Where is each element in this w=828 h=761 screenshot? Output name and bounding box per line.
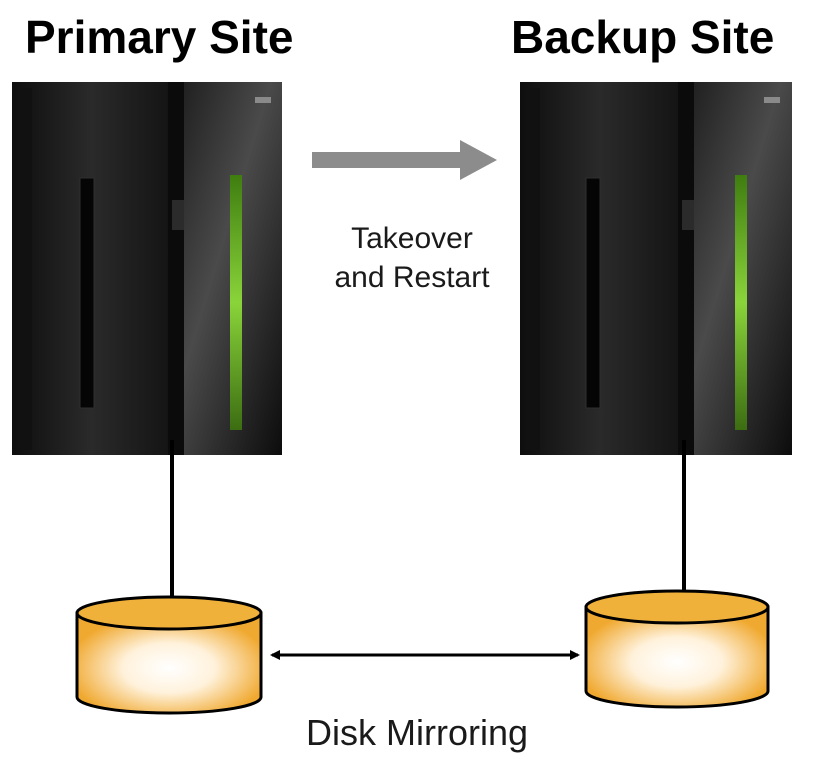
backup-disk — [584, 589, 770, 709]
primary-server-door-seam — [168, 82, 184, 455]
primary-server — [12, 82, 282, 455]
primary-server-handle — [172, 200, 184, 230]
backup-server-green-strip — [735, 175, 747, 430]
takeover-arrow-head — [460, 140, 497, 180]
backup-site-title: Backup Site — [511, 11, 774, 63]
primary-server-green-strip — [230, 175, 242, 430]
primary-server-side-panel — [18, 88, 32, 450]
primary-disk-top — [75, 595, 263, 631]
disk-mirroring-label: Disk Mirroring — [306, 712, 528, 753]
primary-server-right-cabinet — [170, 82, 282, 455]
backup-server-vent — [585, 177, 601, 409]
takeover-label-line1: Takeover — [351, 222, 473, 255]
primary-site-title: Primary Site — [25, 11, 293, 63]
backup-server-door-seam — [678, 82, 694, 455]
backup-server — [520, 82, 792, 455]
primary-server-logo — [255, 97, 271, 103]
primary-server-vent — [79, 177, 95, 409]
primary-disk-body — [75, 611, 263, 715]
takeover-arrow-shaft — [312, 152, 462, 168]
backup-server-handle — [682, 200, 694, 230]
backup-server-logo — [764, 97, 780, 103]
takeover-arrow — [312, 140, 497, 180]
backup-server-side-panel — [526, 88, 540, 450]
backup-disk-top — [584, 589, 770, 625]
takeover-label-line2: and Restart — [334, 261, 490, 294]
backup-disk-body — [584, 605, 770, 709]
primary-disk — [75, 595, 263, 715]
